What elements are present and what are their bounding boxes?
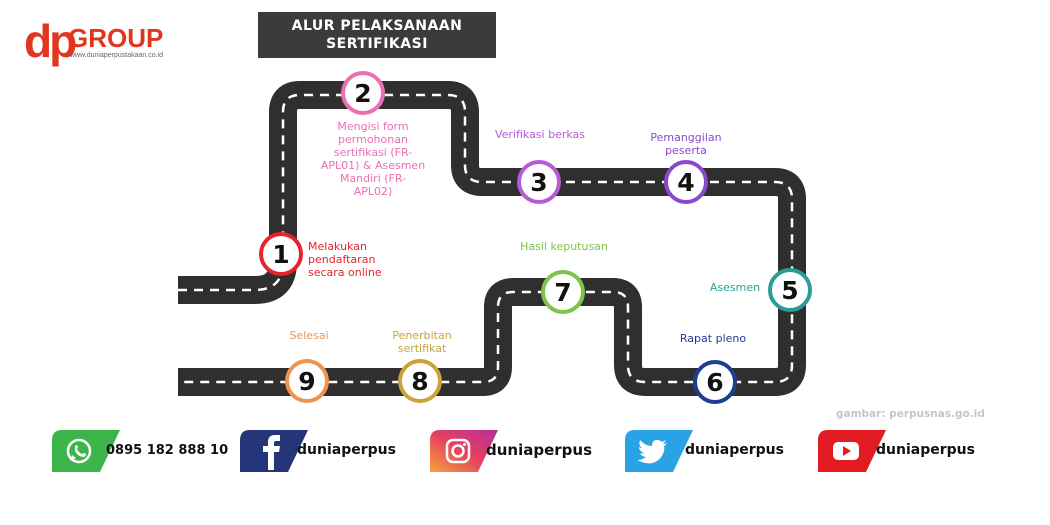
image-credit: gambar: perpusnas.go.id — [836, 408, 985, 420]
social-youtube[interactable]: duniaperpus — [818, 430, 988, 474]
dp-group-logo: dp GROUP www.duniaperpustakaan.co.id — [24, 18, 184, 70]
whatsapp-icon — [52, 430, 120, 472]
step-7-number: 7 — [554, 278, 571, 307]
logo-website: www.duniaperpustakaan.co.id — [70, 52, 164, 59]
step-5-label: Asesmen — [709, 281, 761, 294]
instagram-handle: duniaperpus — [486, 441, 593, 459]
facebook-handle: duniaperpus — [297, 442, 396, 458]
step-9-number: 9 — [298, 367, 315, 396]
step-7-circle — [541, 270, 585, 314]
step-3-marker: 3 — [517, 160, 561, 204]
facebook-icon — [240, 430, 308, 472]
twitter-icon — [625, 430, 693, 472]
step-4-circle — [664, 160, 708, 204]
logo-mark: dp — [24, 15, 77, 67]
step-4-number: 4 — [677, 168, 694, 197]
whatsapp-number: 0895 182 888 10 — [106, 443, 229, 458]
step-1-marker: 1 — [259, 232, 303, 276]
step-1-circle — [259, 232, 303, 276]
step-2-label: Mengisi form permohonan sertifikasi (FR-… — [320, 120, 426, 198]
step-5-circle — [768, 268, 812, 312]
social-twitter[interactable]: duniaperpus — [625, 430, 795, 474]
social-whatsapp[interactable]: 0895 182 888 10 — [52, 430, 229, 474]
instagram-icon — [430, 430, 498, 472]
social-instagram[interactable]: duniaperpus — [430, 430, 605, 474]
step-1-number: 1 — [272, 240, 289, 269]
step-8-marker: 8 — [398, 359, 442, 403]
step-5-marker: 5 — [768, 268, 812, 312]
step-6-marker: 6 — [693, 360, 737, 404]
youtube-handle: duniaperpus — [876, 442, 975, 458]
step-8-label: Penerbitan sertifikat — [392, 329, 452, 355]
step-9-marker: 9 — [285, 359, 329, 403]
step-8-number: 8 — [411, 367, 428, 396]
title-line-2: SERTIFIKASI — [326, 36, 428, 52]
step-8-circle — [398, 359, 442, 403]
step-4-marker: 4 — [664, 160, 708, 204]
step-2-number: 2 — [354, 79, 371, 108]
title-line-1: ALUR PELAKSANAAN — [291, 18, 463, 34]
step-7-marker: 7 — [541, 270, 585, 314]
road-lane-markings — [178, 93, 794, 384]
step-5-number: 5 — [781, 276, 798, 305]
diagram-title: ALUR PELAKSANAAN SERTIFIKASI — [258, 12, 496, 58]
step-6-number: 6 — [706, 368, 723, 397]
step-markers: 1 2 3 4 5 6 7 8 9 — [259, 71, 812, 404]
step-6-label: Rapat pleno — [679, 332, 747, 345]
step-9-circle — [285, 359, 329, 403]
step-7-label: Hasil keputusan — [520, 240, 608, 253]
twitter-handle: duniaperpus — [685, 442, 784, 458]
step-9-label: Selesai — [289, 329, 329, 342]
step-1-label: Melakukan pendaftaran secara online — [308, 240, 382, 279]
step-2-marker: 2 — [341, 71, 385, 115]
step-3-number: 3 — [530, 168, 547, 197]
step-2-circle — [341, 71, 385, 115]
logo-text: GROUP — [68, 23, 164, 53]
social-facebook[interactable]: duniaperpus — [240, 430, 410, 474]
step-6-circle — [693, 360, 737, 404]
step-3-circle — [517, 160, 561, 204]
step-3-label: Verifikasi berkas — [494, 128, 586, 141]
step-4-label: Pemanggilan peserta — [650, 131, 722, 157]
youtube-icon — [818, 430, 886, 472]
